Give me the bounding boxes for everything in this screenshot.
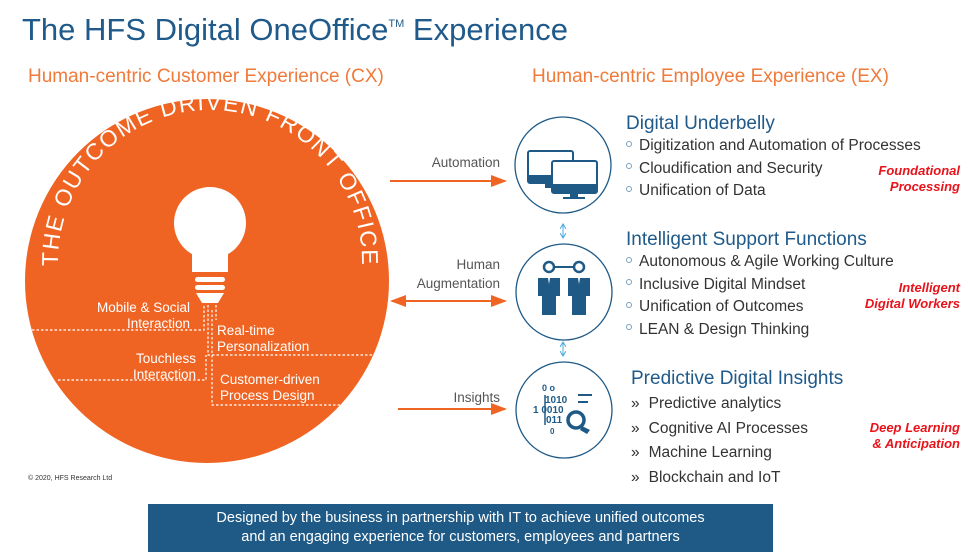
item-text: Predictive analytics (648, 395, 782, 412)
label-line: Touchless (135, 351, 196, 366)
label-line: Process Design (220, 388, 315, 403)
svg-text:1 0010: 1 0010 (533, 405, 564, 416)
tag-line: Deep Learning (869, 420, 960, 435)
bullet-list: Autonomous & Agile Working Culture Inclu… (626, 251, 894, 341)
lightbulb-icon (174, 187, 246, 303)
list-item: LEAN & Design Thinking (626, 319, 894, 342)
bullet-list: Digitization and Automation of Processes… (626, 135, 921, 203)
section-title: Digital Underbelly (626, 113, 775, 134)
svg-text:011: 011 (546, 415, 563, 426)
flow-label-line: Human (456, 257, 500, 272)
ex-heading: Human-centric Employee Experience (EX) (532, 66, 889, 87)
item-text: Cognitive AI Processes (648, 419, 809, 437)
flow-label-line: Augmentation (416, 276, 500, 291)
bullet-icon (626, 279, 632, 286)
svg-text:1010: 1010 (545, 395, 568, 406)
tag-line: Intelligent (898, 280, 960, 295)
title-text: The HFS Digital OneOffice (22, 12, 389, 47)
bullet-list: » Predictive analytics » Cognitive AI Proc… (631, 392, 843, 490)
data-magnifier-icon: 0 o 1010 1 0010 011 0 (533, 383, 592, 436)
bullet-icon (626, 140, 632, 147)
item-text: Machine Learning (648, 444, 772, 461)
label-line: Interaction (126, 316, 190, 331)
section-predictive-insights: Predictive Digital Insights » Predictive … (631, 368, 843, 490)
svg-text:0 o: 0 o (542, 383, 556, 393)
tag-line: Digital Workers (864, 296, 960, 311)
section-title: Intelligent Support Functions (626, 229, 867, 250)
bullet-icon (626, 163, 632, 170)
chevron-bullet-icon: » (631, 468, 640, 486)
flow-label-insights: Insights (453, 388, 500, 407)
item-text: Unification of Outcomes (639, 298, 804, 315)
list-item: Inclusive Digital Mindset (626, 274, 894, 297)
list-item: » Machine Learning (631, 441, 843, 466)
bullet-icon (626, 185, 632, 192)
bullet-icon (626, 324, 632, 331)
item-text: Cloudification and Security (639, 159, 823, 177)
list-item: » Cognitive AI Processes (631, 417, 843, 442)
tag-line: Foundational (878, 163, 960, 178)
list-item: Cloudification and Security (626, 158, 921, 181)
section-title: Predictive Digital Insights (631, 368, 844, 389)
list-item: » Predictive analytics (631, 392, 843, 417)
list-item: Unification of Data (626, 180, 921, 203)
page-title: The HFS Digital OneOfficeTM Experience (22, 12, 568, 48)
label-line: Real-time (217, 323, 275, 338)
label-line: Personalization (217, 339, 310, 354)
svg-text:0: 0 (550, 427, 555, 436)
footer-line: Designed by the business in partnership … (216, 510, 705, 526)
flow-label-automation: Automation (432, 153, 500, 172)
chevron-bullet-icon: » (631, 444, 640, 461)
tag-line: Processing (889, 179, 960, 194)
item-text: Unification of Data (639, 182, 766, 199)
label-line: Interaction (132, 367, 196, 382)
cx-heading: Human-centric Customer Experience (CX) (28, 66, 384, 87)
section-intelligent-support: Intelligent Support Functions Autonomous… (626, 229, 894, 341)
label-line: Customer-driven (220, 372, 320, 387)
chevron-bullet-icon: » (631, 395, 640, 412)
item-text: LEAN & Design Thinking (639, 320, 810, 338)
dotted-dividers (32, 305, 372, 406)
chevron-bullet-icon: » (631, 419, 640, 437)
item-text: Autonomous & Agile Working Culture (639, 253, 894, 270)
list-item: Autonomous & Agile Working Culture (626, 251, 894, 274)
flow-arrows (390, 175, 507, 415)
item-text: Digitization and Automation of Processes (639, 137, 921, 154)
section-digital-underbelly: Digital Underbelly Digitization and Auto… (626, 113, 921, 203)
tag-line: & Anticipation (872, 436, 960, 451)
bullet-icon (626, 301, 632, 308)
copyright: © 2020, HFS Research Ltd (28, 475, 113, 482)
item-text: Inclusive Digital Mindset (639, 275, 806, 293)
title-suffix: Experience (404, 12, 569, 47)
list-item: Unification of Outcomes (626, 296, 894, 319)
label-line: Mobile & Social (96, 300, 190, 315)
footer-line: and an engaging experience for customers… (241, 529, 680, 545)
flow-label-line: Automation (431, 155, 500, 170)
people-network-icon (538, 260, 590, 315)
item-text: Blockchain and IoT (648, 468, 781, 486)
bullet-icon (626, 256, 632, 263)
footer-banner: Designed by the business in partnership … (148, 504, 773, 552)
trademark: TM (388, 18, 405, 30)
flow-label-line: Insights (453, 390, 500, 405)
list-item: » Blockchain and IoT (631, 466, 843, 491)
tag-deep-learning: Deep Learning& Anticipation (870, 420, 960, 452)
monitors-icon (527, 150, 598, 199)
list-item: Digitization and Automation of Processes (626, 135, 921, 158)
